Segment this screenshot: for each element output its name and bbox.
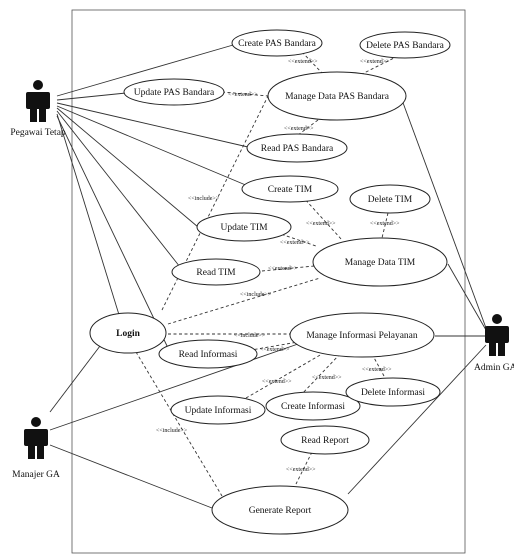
associations [49,42,487,509]
use-case-create-pas: Create PAS Bandara [231,29,323,57]
actor-icon [485,314,509,356]
actor-label: Manajer GA [12,470,60,480]
svg-text:Create Informasi: Create Informasi [281,401,345,412]
extend-label-delete-tim: <<extend>> [370,221,400,227]
svg-text:Login: Login [116,329,140,339]
svg-text:Update PAS Bandara: Update PAS Bandara [134,88,215,98]
include-label-manage-pas: <<include>> [188,196,220,202]
svg-text:Update TIM: Update TIM [220,223,268,233]
actor-manajer-ga: Manajer GA [12,417,60,480]
use-case-update-info: Update Informasi [170,395,266,425]
extend-label-delete-pas: <<extend>> [360,59,390,65]
use-case-update-tim: Update TIM [196,212,292,242]
svg-text:Generate Report: Generate Report [249,506,312,516]
actor-icon [26,80,50,122]
use-case-generate-report: Generate Report [211,485,349,535]
actor-label: Admin GA [474,363,514,373]
extend-label-update-info: <<extend>> [262,379,292,385]
system-boundary [71,9,466,554]
use-case-delete-tim: Delete TIM [349,184,431,214]
svg-text:Delete Informasi: Delete Informasi [361,387,425,398]
extend-label-read-pas: <<extend>> [284,126,314,132]
svg-text:Delete TIM: Delete TIM [368,195,413,205]
extend-label-delete-info: <<extend>> [362,367,392,373]
use-case-read-info: Read Informasi [158,339,258,369]
use-case-manage-pas: Manage Data PAS Bandara [267,71,407,121]
actor-icon [24,417,48,459]
actor-label: Pegawai Tetap [10,128,66,138]
actor-admin-ga: Admin GA [474,314,514,373]
use-case-create-info: Create Informasi [265,391,361,421]
extend-label-create-pas: <<extend>> [288,59,318,65]
svg-text:Manage Data TIM: Manage Data TIM [345,258,416,268]
include-label-generate-report: <<include>> [156,428,188,434]
svg-text:Manage Informasi Pelayanan: Manage Informasi Pelayanan [306,330,418,341]
use-case-read-tim: Read TIM [171,258,261,286]
extend-label-read-info: <<extend>> [260,347,290,353]
extend-label-update-pas: <<extend>> [228,92,258,98]
svg-text:Create TIM: Create TIM [268,185,313,195]
extend-label-create-info: <<extend>> [312,375,342,381]
svg-text:Read PAS Bandara: Read PAS Bandara [261,144,334,154]
include-label-manage-tim: <<include>> [240,292,272,298]
extend-label-read-tim: <<extend>> [268,266,298,272]
use-case-read-pas: Read PAS Bandara [246,133,348,163]
svg-text:Delete PAS Bandara: Delete PAS Bandara [366,41,445,51]
svg-text:Create PAS Bandara: Create PAS Bandara [238,39,317,49]
svg-text:Manage Data PAS Bandara: Manage Data PAS Bandara [285,92,390,102]
svg-text:Read TIM: Read TIM [196,268,236,278]
extend-label-update-tim: <<extend>> [280,240,310,246]
extend-label-create-tim: <<extend>> [306,221,336,227]
svg-text:Read Report: Read Report [301,436,349,446]
extend-label-read-report: <<extend>> [286,467,316,473]
dependencies [135,51,399,497]
use-case-manage-info: Manage Informasi Pelayanan [289,312,435,358]
svg-text:Read Informasi: Read Informasi [179,349,238,360]
actor-pegawai-tetap: Pegawai Tetap [10,80,66,138]
svg-text:Update Informasi: Update Informasi [185,405,252,416]
use-case-login: Login [89,312,167,354]
stereotype-labels: <<extend>> <<extend>> <<extend>> <<exten… [156,59,400,473]
use-case-manage-tim: Manage Data TIM [312,237,448,287]
use-case-delete-pas: Delete PAS Bandara [359,31,451,59]
use-case-create-tim: Create TIM [241,175,339,203]
include-label-manage-info: <<include>> [234,333,266,339]
use-case-delete-info: Delete Informasi [345,377,441,407]
use-case-update-pas: Update PAS Bandara [123,78,225,106]
use-case-read-report: Read Report [280,425,370,455]
